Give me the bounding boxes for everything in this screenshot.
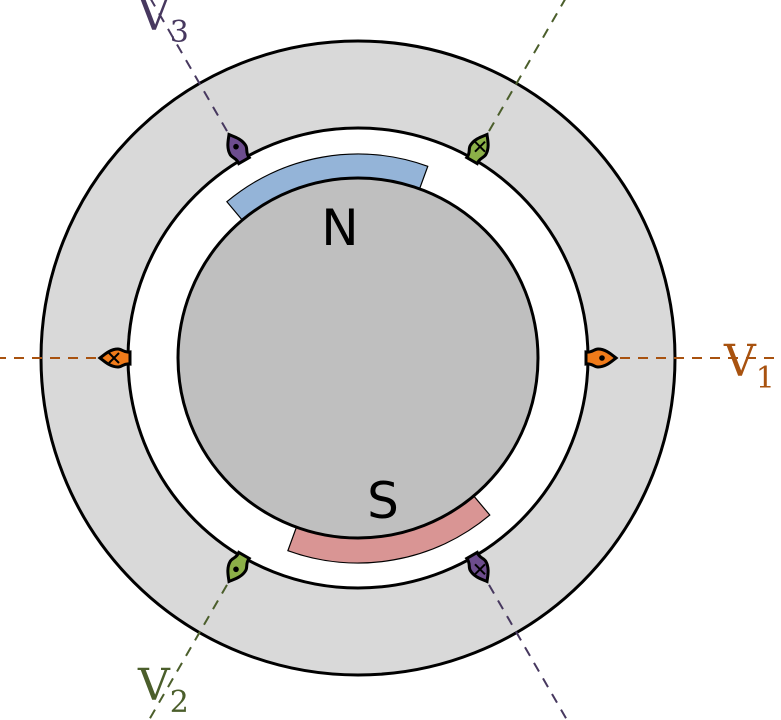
phase-index: 2: [170, 685, 189, 720]
cross-mark-icon: [108, 352, 120, 364]
cross-mark-icon: [474, 140, 486, 153]
dot-mark-icon: [233, 143, 239, 150]
dot-mark-icon: [233, 566, 239, 573]
coil-cross: [464, 132, 490, 166]
phase-axis-line: [488, 0, 566, 132]
phase-letter: V: [723, 336, 757, 387]
phase-label-v2: V2: [137, 660, 189, 720]
phase-axis-line: [147, 584, 228, 720]
phase-letter: V: [137, 0, 171, 41]
south-pole-label: S: [367, 472, 399, 530]
coil-dot: [226, 550, 252, 584]
coil-dot: [226, 132, 252, 166]
phase-index: 1: [756, 361, 775, 396]
phase-label-v1: V1: [723, 336, 775, 396]
north-pole-label: N: [321, 199, 358, 257]
dot-mark-icon: [599, 355, 605, 361]
cross-mark-icon: [474, 563, 486, 576]
phase-label-v3: V3: [137, 0, 189, 50]
rotor: [176, 176, 540, 540]
phase-index: 3: [170, 15, 189, 50]
phase-axis-line: [150, 0, 228, 132]
stator-coils: [97, 132, 619, 584]
phase-letter: V: [137, 660, 171, 711]
coil-dot: [584, 347, 619, 369]
phase-axis-line: [488, 584, 569, 720]
coil-cross: [464, 550, 490, 584]
coil-cross: [97, 347, 132, 369]
